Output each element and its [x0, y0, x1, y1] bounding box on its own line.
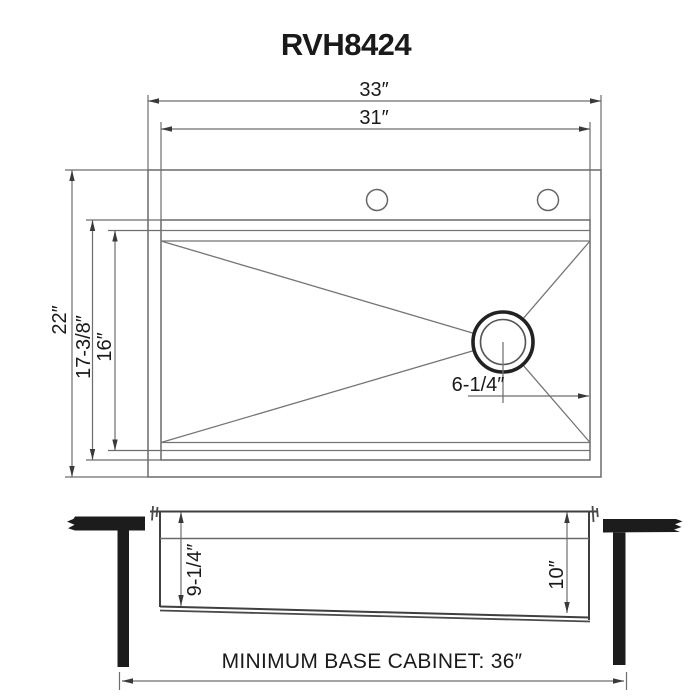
dim-bowl-inner-depth-label: 16″ — [94, 332, 116, 361]
slope-diagonal-top-left — [160, 240, 504, 343]
rim-lip-tick-left-1 — [151, 505, 154, 521]
rim-lip-tick-left-2 — [155, 506, 159, 518]
top-view-dimensions: 33″ 31″ 22″ 17-3/8″ 16″ 6-1/4″ — [49, 79, 602, 478]
dim-bowl-outer-depth-label: 17-3/8″ — [73, 315, 95, 379]
section-bottom-outer — [159, 609, 591, 623]
page-title: RVH8424 — [281, 27, 413, 62]
cabinet-note-label: MINIMUM BASE CABINET: 36″ — [222, 650, 523, 673]
footer: MINIMUM BASE CABINET: 36″ — [118, 650, 628, 690]
dim-overall-depth-label: 22″ — [49, 305, 71, 334]
counter-left — [67, 516, 145, 531]
dim-overall-width-label: 33″ — [359, 79, 388, 101]
dim-drain-offset-label: 6-1/4″ — [452, 374, 505, 396]
sink-outer-rim — [147, 169, 602, 478]
dim-depth-right-label: 10″ — [546, 560, 568, 589]
slope-diagonal-bottom-left — [160, 341, 504, 444]
section-view: 9-1/4″ 10″ — [67, 505, 683, 667]
cabinet-wall-left — [117, 530, 129, 667]
section-bottom-inner — [159, 605, 590, 619]
faucet-hole-left — [365, 188, 389, 212]
sink-inner-rim — [160, 219, 591, 461]
dim-depth-left-label: 9-1/4″ — [184, 544, 206, 597]
rim-lip-tick-right-2 — [596, 507, 599, 518]
dim-inner-width-label: 31″ — [359, 107, 388, 129]
cabinet-wall-right — [613, 532, 626, 665]
rim-lip-tick-right-1 — [591, 505, 595, 523]
counter-right — [603, 519, 683, 533]
top-view — [147, 169, 602, 478]
faucet-hole-right — [536, 188, 560, 212]
